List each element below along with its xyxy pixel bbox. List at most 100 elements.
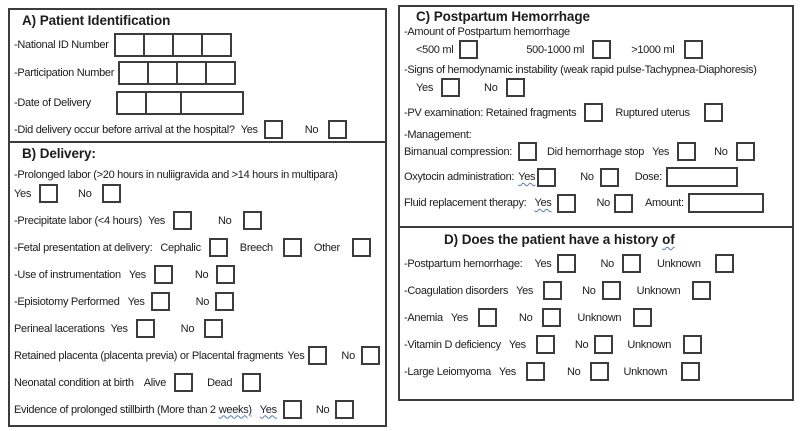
fluid-yes-label: Yes: [534, 197, 552, 209]
checkbox-fluid-no[interactable]: [613, 193, 633, 213]
amount-input-label: Amount:: [644, 197, 684, 209]
delivery-date-cell[interactable]: [180, 91, 244, 115]
participation-cell[interactable]: [205, 61, 236, 85]
checkbox-history-postpartum-no[interactable]: [621, 254, 641, 273]
pv-ruptured-label: Ruptured uterus: [615, 106, 690, 119]
checkbox-prolonged-yes[interactable]: [39, 184, 59, 203]
history-postpartum-row: -Postpartum hemorrhage: Yes No Unknown: [404, 254, 788, 273]
checkbox-hemorrhage-stop-no[interactable]: [735, 142, 755, 161]
checkbox-history-anemia-unknown[interactable]: [633, 308, 653, 327]
checkbox-neonatal-dead[interactable]: [242, 373, 262, 392]
oxytocin-no-label: No: [580, 171, 594, 183]
history-anemia-label: -Anemia: [404, 311, 443, 324]
checkbox-history-postpartum-yes[interactable]: [557, 254, 577, 273]
national-id-cell[interactable]: [143, 33, 174, 57]
checkbox-instrumentation-yes[interactable]: [153, 265, 173, 284]
history-postpartum-label: -Postpartum hemorrhage:: [404, 257, 523, 270]
checkbox-retained-no[interactable]: [360, 346, 380, 365]
signs-no-label: No: [484, 81, 498, 94]
checkbox-history-vitamin-d-unknown[interactable]: [683, 335, 703, 354]
history-anemia-no-label: No: [518, 311, 533, 324]
checkbox-fetal-breech[interactable]: [282, 238, 302, 257]
national-id-cells: [114, 33, 232, 57]
checkbox-history-postpartum-unknown[interactable]: [714, 254, 734, 273]
checkbox-neonatal-alive[interactable]: [174, 373, 194, 392]
checkbox-amount-gt1000[interactable]: [684, 40, 704, 59]
checkbox-history-anemia-no[interactable]: [542, 308, 562, 327]
checkbox-history-leiomyoma-yes[interactable]: [525, 362, 545, 381]
history-postpartum-yes-label: Yes: [534, 257, 552, 270]
checkbox-hemorrhage-stop-yes[interactable]: [677, 142, 697, 161]
checkbox-amount-lt500[interactable]: [459, 40, 479, 59]
national-id-cell[interactable]: [114, 33, 145, 57]
history-leiomyoma-label: -Large Leiomyoma: [404, 365, 491, 378]
section-d-title: D) Does the patient have a history: [444, 232, 659, 247]
checkbox-retained-yes[interactable]: [308, 346, 328, 365]
delivery-date-row: -Date of Delivery: [14, 91, 381, 115]
checkbox-episiotomy-no[interactable]: [215, 292, 235, 311]
episiotomy-label: -Episiotomy Performed: [14, 295, 120, 308]
checkbox-stillbirth-yes[interactable]: [282, 400, 302, 419]
history-anemia-unknown-label: Unknown: [577, 311, 622, 324]
section-b-panel: B) Delivery: -Prolonged labor (>20 hours…: [8, 143, 387, 427]
checkbox-prolonged-no[interactable]: [101, 184, 121, 203]
history-coagulation-unknown-label: Unknown: [636, 284, 681, 297]
checkbox-signs-no[interactable]: [505, 78, 525, 97]
checkbox-history-vitamin-d-no[interactable]: [594, 335, 614, 354]
checkbox-history-leiomyoma-no[interactable]: [590, 362, 610, 381]
checkbox-history-vitamin-d-yes[interactable]: [535, 335, 555, 354]
participation-cell[interactable]: [176, 61, 207, 85]
checkbox-oxytocin-yes[interactable]: [537, 167, 557, 187]
delivery-date-cell[interactable]: [116, 91, 147, 115]
before-arrival-no-label: No: [304, 123, 319, 136]
amount-input[interactable]: [687, 193, 764, 213]
fetal-breech-label: Breech: [239, 241, 273, 254]
national-id-cell[interactable]: [201, 33, 232, 57]
hemorrhage-stop-yes-label: Yes: [652, 145, 670, 158]
checkbox-precipitate-no[interactable]: [243, 211, 263, 230]
fluid-no-label: No: [596, 197, 610, 209]
checkbox-instrumentation-no[interactable]: [216, 265, 236, 284]
delivery-date-label: -Date of Delivery: [14, 97, 91, 109]
checkbox-history-coagulation-unknown[interactable]: [692, 281, 712, 300]
oxytocin-row: Oxytocin administration: Yes No Dose:: [404, 167, 788, 187]
checkbox-history-coagulation-no[interactable]: [601, 281, 621, 300]
history-vitamin-d-label: -Vitamin D deficiency: [404, 338, 501, 351]
dose-input[interactable]: [665, 167, 738, 187]
perineal-label: Perineal lacerations: [14, 322, 105, 335]
checkbox-perineal-yes[interactable]: [135, 319, 155, 338]
checkbox-fetal-other[interactable]: [351, 238, 371, 257]
participation-cell[interactable]: [147, 61, 178, 85]
checkbox-signs-yes[interactable]: [441, 78, 461, 97]
checkbox-pv-retained-fragments[interactable]: [584, 103, 604, 122]
amount-lt500-label: <500 ml: [416, 43, 454, 56]
checkbox-perineal-no[interactable]: [204, 319, 224, 338]
checkbox-before-arrival-no[interactable]: [328, 120, 348, 139]
national-id-cell[interactable]: [172, 33, 203, 57]
stillbirth-weeks-label: weeks): [218, 403, 252, 416]
pv-examination-label: -PV examination: Retained fragments: [404, 106, 577, 119]
checkbox-fetal-cephalic[interactable]: [208, 238, 228, 257]
before-arrival-yes-label: Yes: [240, 123, 258, 136]
checkbox-oxytocin-no[interactable]: [599, 167, 619, 187]
checkbox-fluid-yes[interactable]: [557, 193, 577, 213]
episiotomy-yes-label: Yes: [127, 295, 145, 308]
checkbox-history-anemia-yes[interactable]: [477, 308, 497, 327]
participation-cell[interactable]: [118, 61, 149, 85]
checkbox-history-coagulation-yes[interactable]: [543, 281, 563, 300]
checkbox-precipitate-yes[interactable]: [173, 211, 192, 230]
checkbox-episiotomy-yes[interactable]: [150, 292, 170, 311]
delivery-date-cell[interactable]: [145, 91, 182, 115]
retained-yes-label: Yes: [287, 349, 305, 362]
precipitate-labor-row: -Precipitate labor (<4 hours) Yes No: [14, 211, 381, 230]
history-coagulation-label: -Coagulation disorders: [404, 284, 509, 297]
checkbox-pv-ruptured-uterus[interactable]: [703, 103, 723, 122]
instrumentation-row: -Use of instrumentation Yes No: [14, 265, 381, 284]
checkbox-history-leiomyoma-unknown[interactable]: [681, 362, 701, 381]
checkbox-stillbirth-no[interactable]: [335, 400, 355, 419]
history-anemia-yes-label: Yes: [450, 311, 468, 324]
checkbox-amount-500-1000[interactable]: [592, 40, 612, 59]
prolonged-labor-options-row: Yes No: [14, 184, 381, 203]
checkbox-before-arrival-yes[interactable]: [263, 120, 283, 139]
checkbox-bimanual-compression[interactable]: [518, 142, 538, 161]
